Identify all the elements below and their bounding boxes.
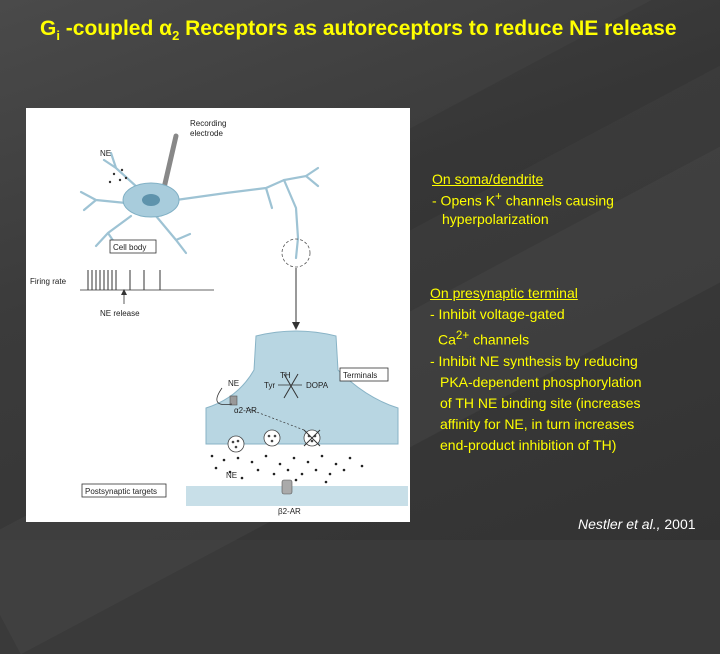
presynaptic-line: - Inhibit voltage-gated [430,306,565,322]
label-ne-soma: NE [100,149,111,158]
label-b2ar: β2-AR [278,507,301,516]
neuron-diagram: Recording electrode NE Cell body [26,108,410,522]
label-terminals: Terminals [343,371,377,380]
neuron-diagram-svg: Recording electrode NE Cell body [30,119,408,516]
inhibit-x-mark [283,373,299,399]
zoom-arrowhead [292,322,300,330]
title-subscript: 2 [172,28,180,44]
label-recording: Recording [190,119,226,128]
ne-dots-soma [108,168,128,184]
title-text: Receptors as autoreceptors to reduce NE … [179,17,677,40]
title-subscript: i [56,28,60,44]
soma-line-text: channels causing [501,192,614,209]
presynaptic-line: Ca2+ channels [430,325,712,351]
title-text: G [40,17,57,40]
presynaptic-line-text: channels [469,331,530,348]
a2ar-receptor [229,395,238,406]
vesicle-x-mark [303,429,321,447]
label-firing-rate: Firing rate [30,277,67,286]
presynaptic-terminal [205,330,399,445]
presynaptic-line-text: Ca [438,331,456,348]
label-ne-cleft: NE [226,471,237,480]
presynaptic-line: end-product inhibition of TH) [440,436,617,453]
presynaptic-line: PKA-dependent phosphorylation [440,373,642,390]
presynaptic-line: of TH NE binding site (increases [440,394,641,411]
slide-title: Gi -coupled α2 Receptors as autoreceptor… [40,16,700,49]
terminals-box [339,367,389,382]
presynaptic-line: affinity for NE, in turn increases [440,415,635,432]
postsynaptic-membrane [186,486,408,506]
title-alpha: α [159,17,173,40]
label-ne-terminal: NE [228,379,239,388]
label-cell-body: Cell body [113,243,146,252]
soma-line-text: - Opens K [432,192,496,209]
citation: Nestler et al., 2001 [578,516,696,532]
soma-heading: On soma/dendrite [432,171,544,187]
axon [174,166,320,260]
presynaptic-line: - Inhibit NE synthesis by reducing [430,352,638,369]
citation-author: Nestler et al., [578,516,665,532]
firing-spikes [87,270,161,290]
label-postsynaptic: Postsynaptic targets [85,487,157,496]
label-tyr: Tyr [264,381,275,390]
presynaptic-notes: On presynaptic terminal - Inhibit voltag… [430,283,712,456]
soma-line: hyperpolarization [442,210,549,227]
nucleus [142,194,160,206]
cell-body-box [109,239,157,254]
terminal-highlight [281,238,311,268]
title-text: -coupled [59,17,160,40]
presynaptic-line-superscript: 2+ [455,329,470,342]
feedback-arrow [216,387,233,406]
label-a2ar: α2-AR [234,406,257,415]
label-dopa: DOPA [306,381,329,390]
soma-line: - Opens K+ channels causing [432,188,702,210]
label-ne-release: NE release [100,309,140,318]
soma-dendrite-notes: On soma/dendrite - Opens K+ channels cau… [432,170,702,228]
presynaptic-heading: On presynaptic terminal [430,285,578,301]
citation-year: 2001 [664,516,696,532]
ne-dots-cleft [210,454,364,484]
soma-line-superscript: + [495,190,502,203]
ne-release-arrowhead [121,289,127,295]
label-electrode: electrode [190,129,223,138]
postsynaptic-box [81,483,167,498]
b2ar-receptor [281,479,293,495]
